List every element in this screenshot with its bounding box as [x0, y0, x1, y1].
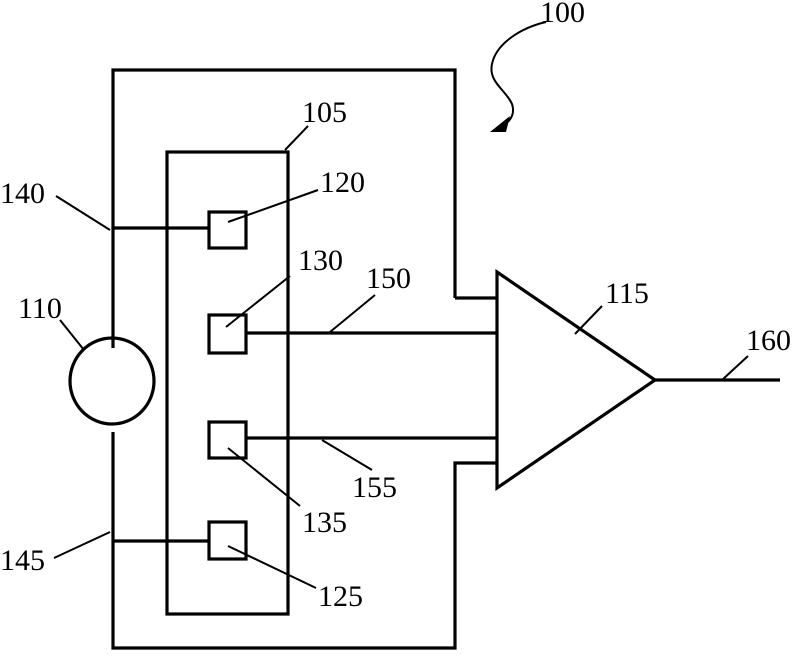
leader-125: [228, 546, 316, 588]
label-140: 140: [0, 177, 45, 210]
label-105: 105: [302, 96, 347, 129]
leader-140: [56, 196, 110, 230]
leader-130: [226, 276, 290, 327]
source-circle: [70, 338, 154, 424]
label-135: 135: [302, 506, 347, 539]
leader-105: [285, 126, 308, 150]
label-145: 145: [0, 544, 45, 577]
leader-120: [228, 190, 318, 222]
leader-145: [54, 532, 110, 558]
leader-115: [575, 306, 602, 334]
label-125: 125: [318, 580, 363, 613]
label-110: 110: [18, 292, 62, 325]
label-100: 100: [540, 0, 585, 29]
leader-110: [60, 320, 84, 350]
leader-160: [722, 356, 748, 380]
label-120: 120: [320, 166, 365, 199]
label-115: 115: [605, 277, 649, 310]
outer-housing: [113, 70, 497, 648]
leader-150: [330, 295, 375, 332]
arrowhead-100: [490, 116, 510, 132]
module-box: [167, 152, 288, 614]
leader-100-squiggle: [491, 22, 546, 128]
element-125: [209, 522, 246, 559]
leader-155: [322, 440, 372, 470]
label-155: 155: [352, 471, 397, 504]
element-130: [209, 315, 246, 353]
label-130: 130: [298, 244, 343, 277]
element-135: [209, 422, 246, 458]
label-160: 160: [746, 324, 791, 357]
label-150: 150: [366, 262, 411, 295]
